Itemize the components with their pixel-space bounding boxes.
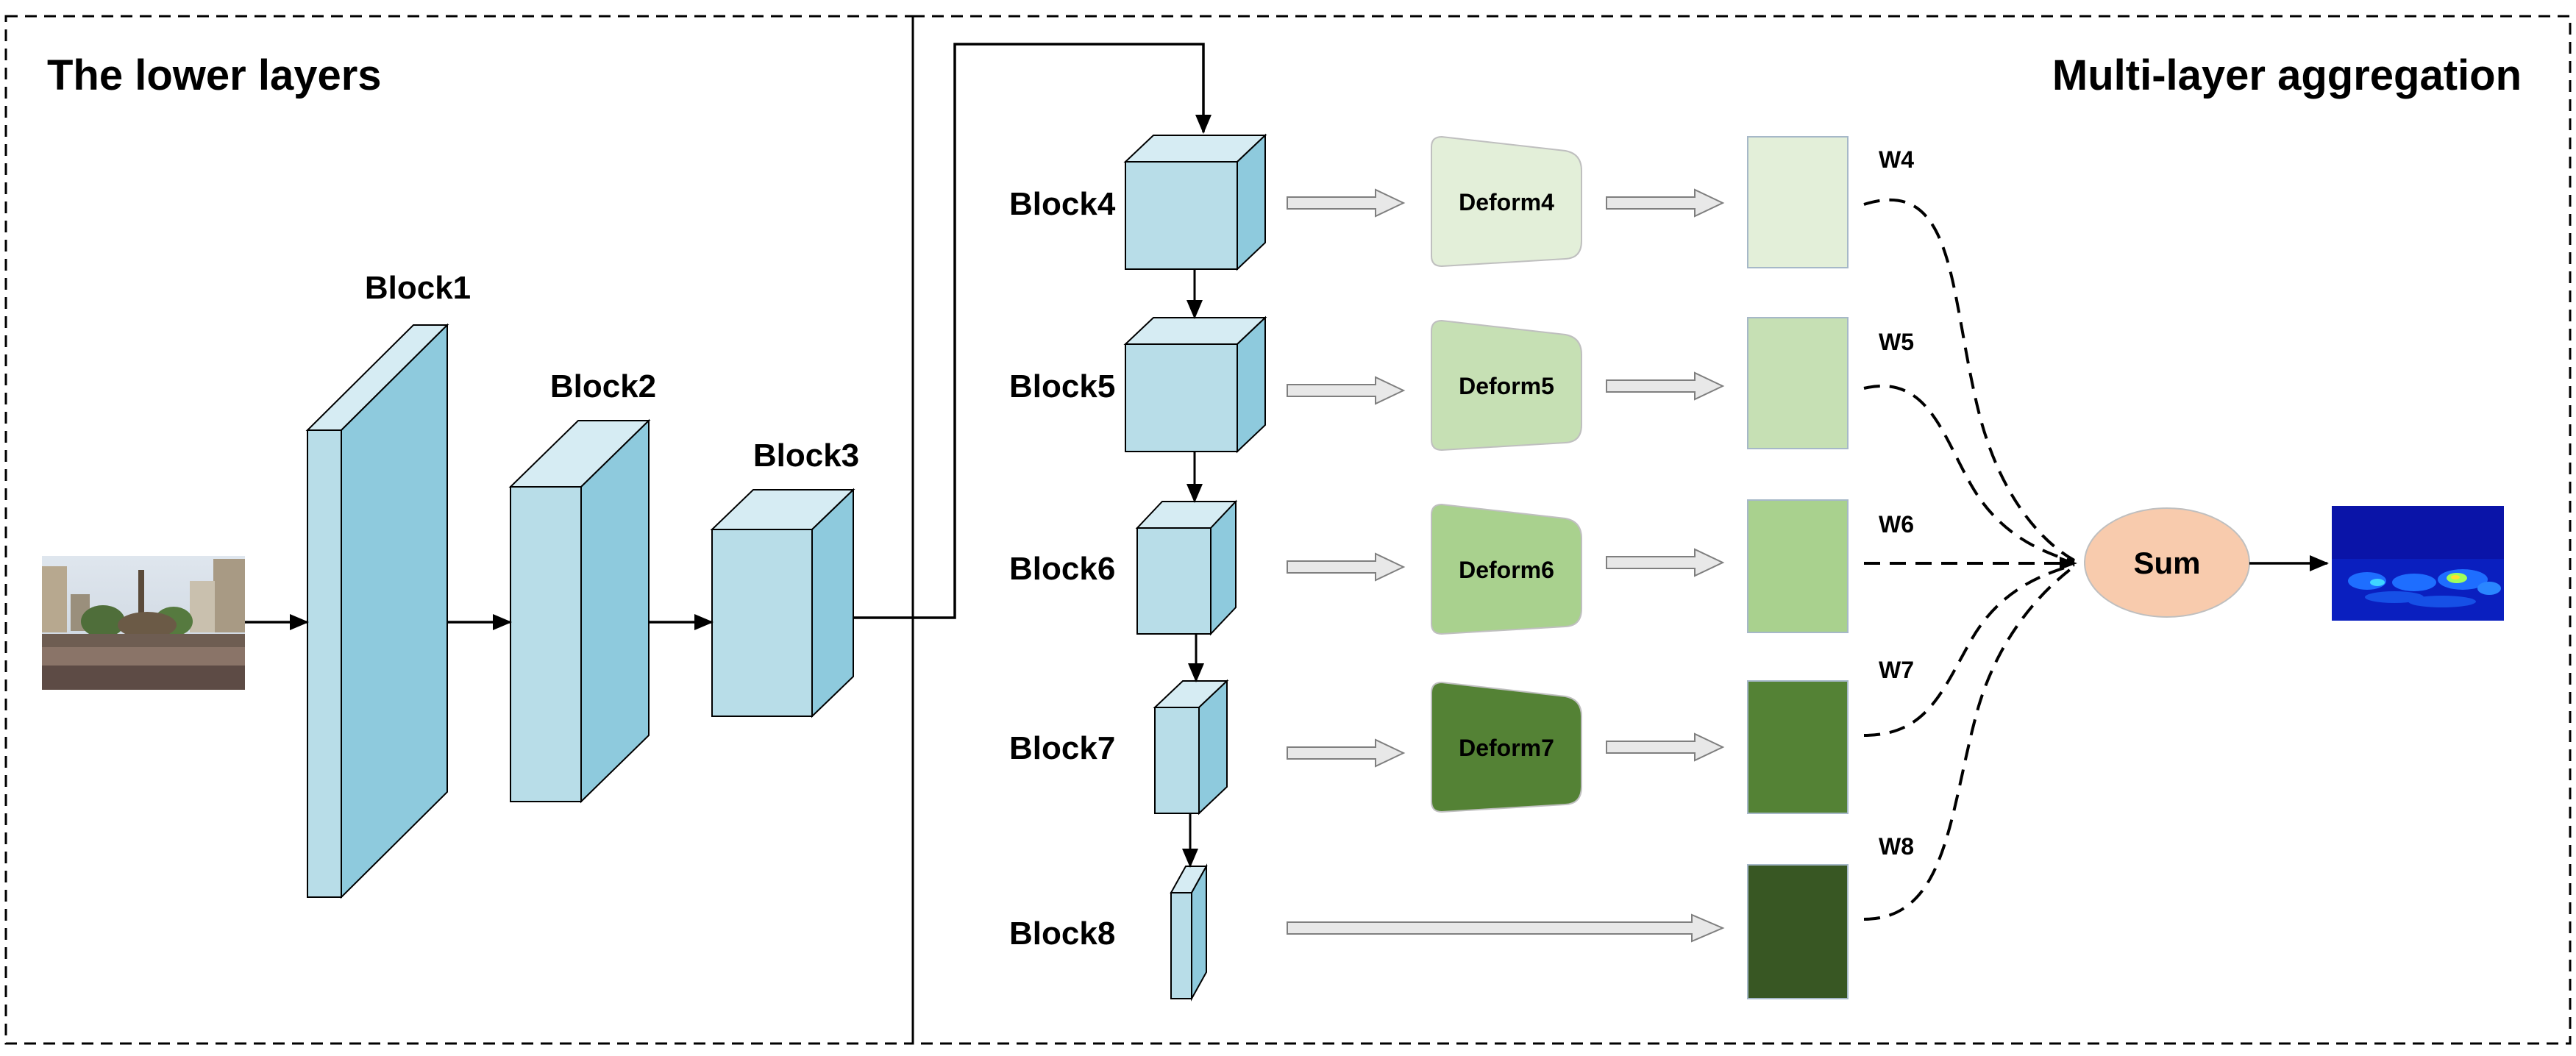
aggregation-title: Multi-layer aggregation <box>2052 51 2522 99</box>
deform5-label: Deform5 <box>1459 373 1554 399</box>
density-map-icon <box>2332 506 2504 621</box>
weighted-connections <box>1863 198 2076 921</box>
block6-cube <box>1135 499 1238 636</box>
block2-label: Block2 <box>550 368 656 404</box>
block1-label: Block1 <box>365 270 471 306</box>
feature-map-5 <box>1747 317 1849 449</box>
weight-w8: W8 <box>1879 833 1914 860</box>
feature-map-8 <box>1747 864 1849 999</box>
lower-layers-title: The lower layers <box>47 51 382 99</box>
block7-cube <box>1153 679 1229 816</box>
crowd-photo-icon <box>42 556 245 690</box>
sum-label: Sum <box>2133 546 2200 580</box>
hollow-arrows <box>1287 188 1725 943</box>
weight-w7: W7 <box>1879 657 1914 683</box>
deform4: Deform4 <box>1431 135 1582 268</box>
deform5: Deform5 <box>1431 319 1582 452</box>
block7-label: Block7 <box>1009 730 1115 766</box>
connector-block3-to-block4 <box>853 43 1211 619</box>
deform5-shape <box>1431 319 1582 452</box>
deform7-shape <box>1431 681 1582 813</box>
sum-arrowhead <box>2060 557 2077 570</box>
block4-cube <box>1123 133 1267 271</box>
feature-map-4 <box>1747 136 1849 268</box>
weight-w6: W6 <box>1879 511 1914 538</box>
lower-layers-panel <box>4 15 914 1045</box>
block6-label: Block6 <box>1009 551 1115 587</box>
feature-map-7 <box>1747 680 1849 814</box>
block5-label: Block5 <box>1009 368 1115 404</box>
deform7: Deform7 <box>1431 681 1582 813</box>
feature-map-6 <box>1747 499 1849 633</box>
deform4-label: Deform4 <box>1459 189 1554 215</box>
weight-w4: W4 <box>1879 146 1914 173</box>
block8-cube <box>1170 863 1208 1002</box>
deform4-shape <box>1431 135 1582 268</box>
block2-cube <box>508 418 651 804</box>
block8-label: Block8 <box>1009 916 1115 952</box>
deform6-label: Deform6 <box>1459 557 1554 583</box>
aggregation-panel <box>911 15 2572 1045</box>
deform6-shape <box>1431 503 1582 635</box>
deform6: Deform6 <box>1431 503 1582 635</box>
block3-cube <box>710 488 855 718</box>
block3-label: Block3 <box>753 438 859 474</box>
block4-label: Block4 <box>1009 186 1116 222</box>
block5-cube <box>1123 315 1267 454</box>
deform7-label: Deform7 <box>1459 735 1554 761</box>
block1-cube <box>305 323 449 899</box>
weight-w5: W5 <box>1879 329 1914 355</box>
